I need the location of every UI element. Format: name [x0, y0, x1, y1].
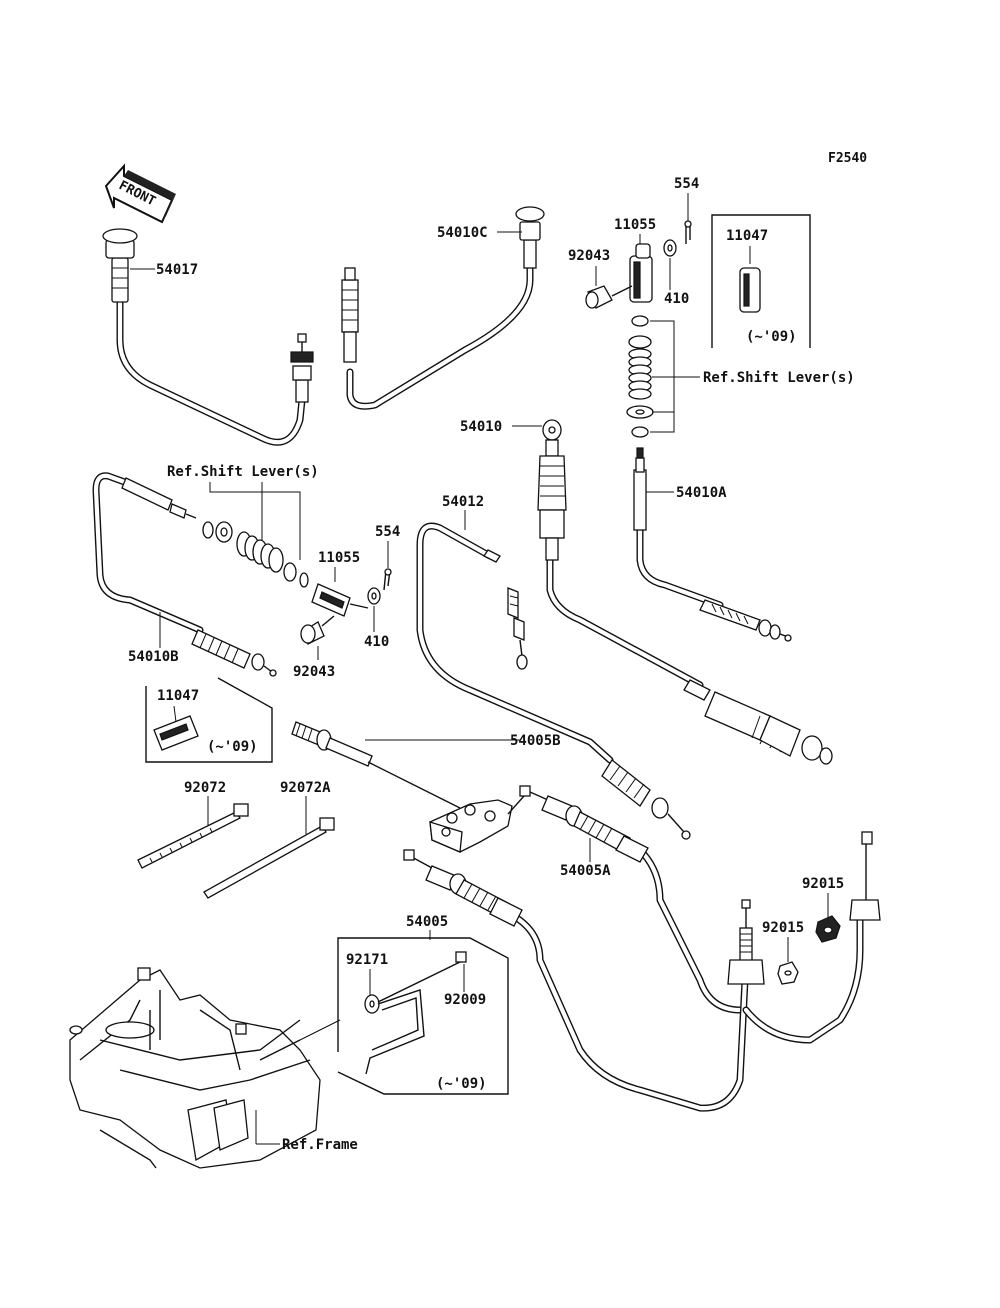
ref-shift-lever-left: Ref.Shift Lever(s): [167, 464, 319, 480]
label-11055-mid: 11055: [318, 550, 360, 566]
cable-tie-92072A: [203, 817, 335, 899]
front-arrow-icon: FRONT: [104, 163, 176, 224]
label-54010C: 54010C: [437, 225, 488, 241]
ref-frame: Ref.Frame: [282, 1137, 358, 1153]
lever-end-11055-mid: [311, 583, 369, 617]
nut-92015-a: [815, 915, 841, 943]
frame-reference: [69, 967, 321, 1169]
cable-54017: [102, 228, 314, 446]
label-11047-mid: 11047: [157, 688, 199, 704]
cable-tie-92072: [137, 803, 249, 869]
lever-end-11055-top: [629, 243, 653, 303]
label-09-mid: (~'09): [207, 739, 258, 755]
label-09-bot: (~'09): [436, 1076, 487, 1092]
label-92072A: 92072A: [280, 780, 331, 796]
label-92043-mid: 92043: [293, 664, 335, 680]
variant-box-top: 11047 (~'09): [711, 214, 811, 348]
cable-54005A: [529, 791, 744, 1014]
label-92015-a: 92015: [802, 876, 844, 892]
cable-54010: [537, 419, 833, 765]
label-554-mid: 554: [375, 524, 400, 540]
label-54010: 54010: [460, 419, 502, 435]
label-54010B: 54010B: [128, 649, 179, 665]
label-554-top: 554: [674, 176, 699, 192]
label-92072: 92072: [184, 780, 226, 796]
cotter-pin-554-top: [684, 220, 692, 244]
label-54005A: 54005A: [560, 863, 611, 879]
cable-54010A: [633, 447, 792, 642]
spring-stack-left: [202, 521, 309, 588]
label-92009: 92009: [444, 992, 486, 1008]
ref-shift-lever-right: Ref.Shift Lever(s): [703, 370, 855, 386]
label-92171: 92171: [346, 952, 388, 968]
label-09-top: (~'09): [746, 329, 797, 345]
label-11047-top: 11047: [726, 228, 768, 244]
cable-right-loop: [727, 831, 881, 1044]
variant-box-mid: 11047 (~'09): [145, 677, 273, 763]
cable-54010B: [92, 472, 277, 677]
pin-92043-top: [585, 285, 633, 309]
label-54017: 54017: [156, 262, 198, 278]
label-54012: 54012: [442, 494, 484, 510]
bracket-box-54005: 54005 92171 92009 (~'09): [337, 914, 509, 1095]
figure-code: F2540: [828, 151, 867, 166]
label-92043-top: 92043: [568, 248, 610, 264]
cable-54012: [416, 522, 691, 840]
washer-410-mid: [367, 587, 381, 605]
spring-stack-right: [626, 315, 654, 438]
label-92015-b: 92015: [762, 920, 804, 936]
nut-92015-b: [777, 961, 799, 985]
label-410-mid: 410: [364, 634, 389, 650]
pin-92043-mid: [300, 615, 335, 645]
cable-main-lower: [403, 849, 750, 1112]
label-54005: 54005: [406, 914, 448, 930]
label-11055-top: 11055: [614, 217, 656, 233]
cotter-pin-554-mid: [383, 568, 392, 591]
label-54005B: 54005B: [510, 733, 561, 749]
washer-410-top: [663, 239, 677, 257]
label-54010A: 54010A: [676, 485, 727, 501]
cable-54010C: [341, 206, 545, 410]
label-410-top: 410: [664, 291, 689, 307]
cable-54005B: [291, 721, 461, 809]
junction-block: [429, 785, 531, 853]
